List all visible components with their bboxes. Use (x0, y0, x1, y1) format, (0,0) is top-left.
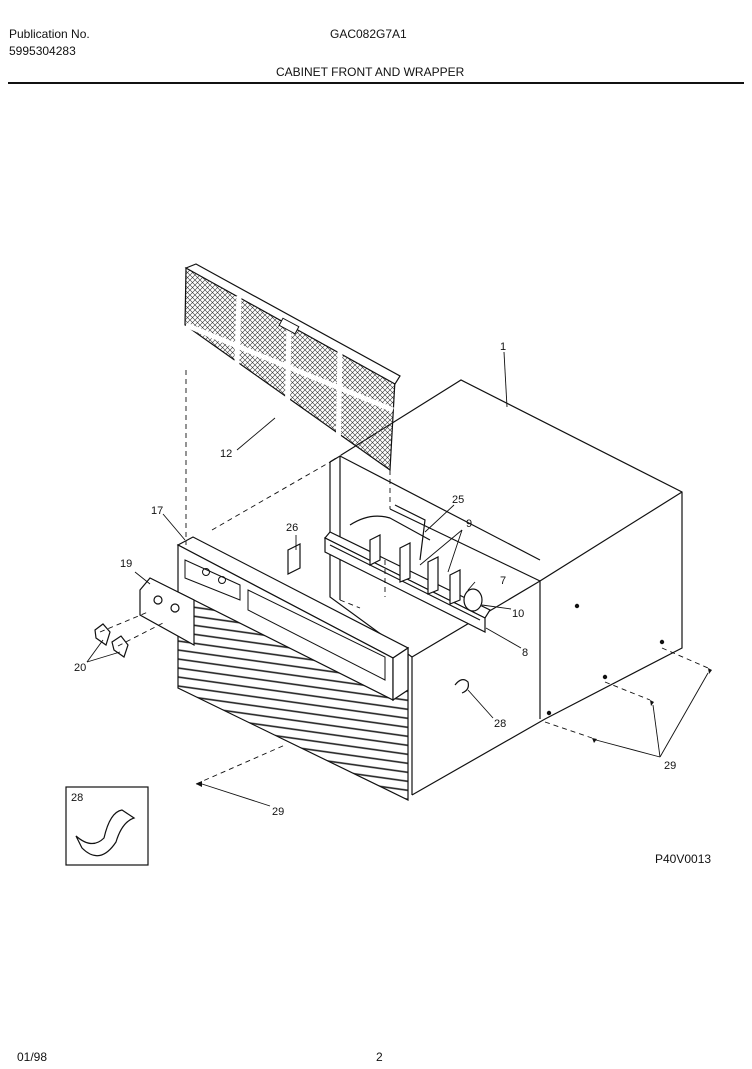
section-title: CABINET FRONT AND WRAPPER (276, 65, 465, 79)
callout-28: 28 (494, 718, 506, 730)
callout-labels: 1 12 25 9 26 17 7 19 10 8 20 28 29 29 28 (71, 341, 676, 818)
publication-label: Publication No. (9, 27, 90, 41)
callout-25: 25 (452, 494, 464, 506)
callout-9: 9 (466, 518, 472, 530)
leader-lines (86, 351, 709, 807)
publication-number: 5995304283 (9, 44, 76, 58)
header-rule (8, 82, 744, 84)
callout-26: 26 (286, 522, 298, 534)
callout-12: 12 (220, 448, 232, 460)
callout-29-side: 29 (664, 760, 676, 772)
callout-17: 17 (151, 505, 163, 517)
model-number: GAC082G7A1 (330, 27, 407, 41)
control-bracket (324, 531, 491, 633)
callout-29-front: 29 (272, 806, 284, 818)
footer-date: 01/98 (17, 1050, 48, 1064)
inset-box (65, 786, 149, 866)
inset-label: 28 (71, 792, 83, 804)
mounting-clips (94, 623, 129, 658)
grille-front (176, 536, 410, 801)
page-number: 2 (376, 1050, 383, 1064)
callout-8: 8 (522, 647, 528, 659)
air-filter (184, 263, 401, 472)
screws (196, 668, 712, 787)
callout-10: 10 (512, 608, 524, 620)
control-panel-divider (329, 455, 541, 600)
callout-7: 7 (500, 575, 506, 587)
callout-1: 1 (500, 341, 506, 353)
small-parts (287, 543, 469, 694)
control-label-plate (139, 577, 195, 647)
drawing-code: P40V0013 (655, 852, 712, 866)
callout-19: 19 (120, 558, 132, 570)
callout-20: 20 (74, 662, 86, 674)
